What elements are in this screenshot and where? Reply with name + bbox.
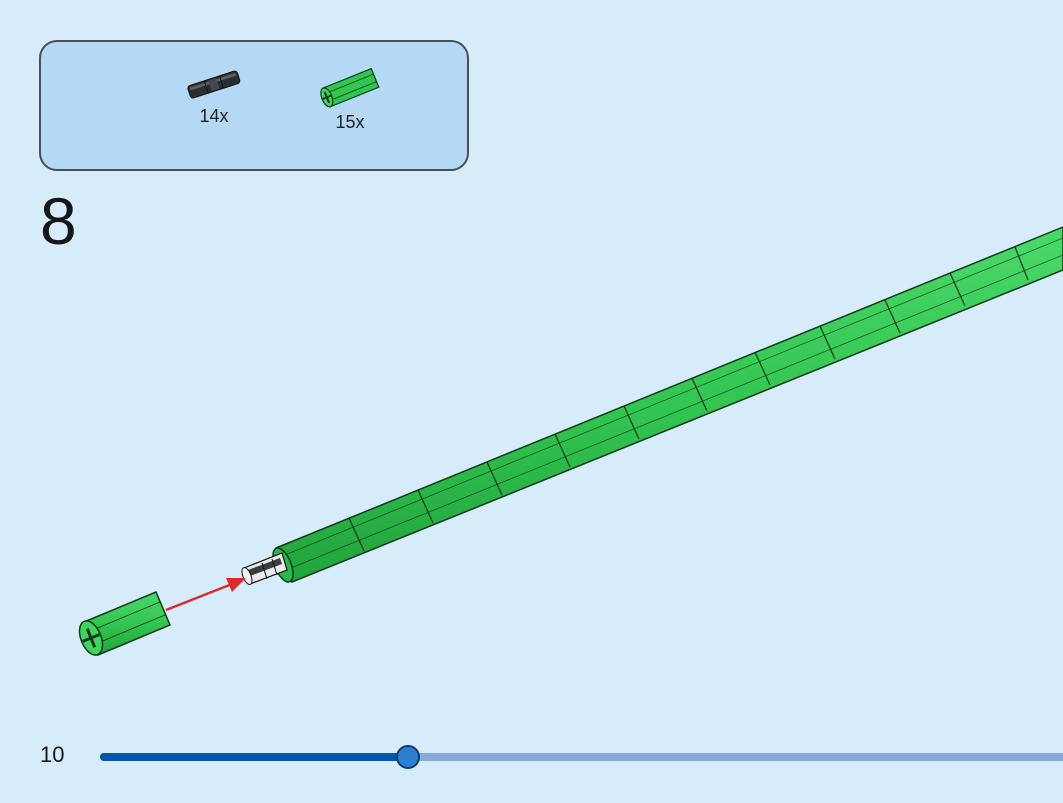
step-number: 8 — [40, 184, 77, 258]
black-axle-connector-icon — [187, 70, 241, 99]
axle-connector-piece — [241, 552, 288, 585]
progress-knob[interactable] — [396, 745, 421, 769]
green-axle-tube-icon — [320, 68, 380, 108]
part-count-tube: 15x — [335, 112, 365, 132]
parts-list-panel: 14x 15x — [39, 40, 469, 171]
loose-green-tube — [78, 591, 171, 656]
insertion-arrow — [165, 578, 246, 612]
progress-bar — [100, 745, 1063, 769]
part-count-connector: 14x — [199, 106, 229, 126]
part-item-connector: 14x — [159, 68, 269, 127]
progress-fill — [100, 753, 409, 761]
part-item-tube: 15x — [295, 68, 405, 133]
page-number: 10 — [40, 742, 65, 767]
assembled-green-tube — [272, 226, 1063, 583]
